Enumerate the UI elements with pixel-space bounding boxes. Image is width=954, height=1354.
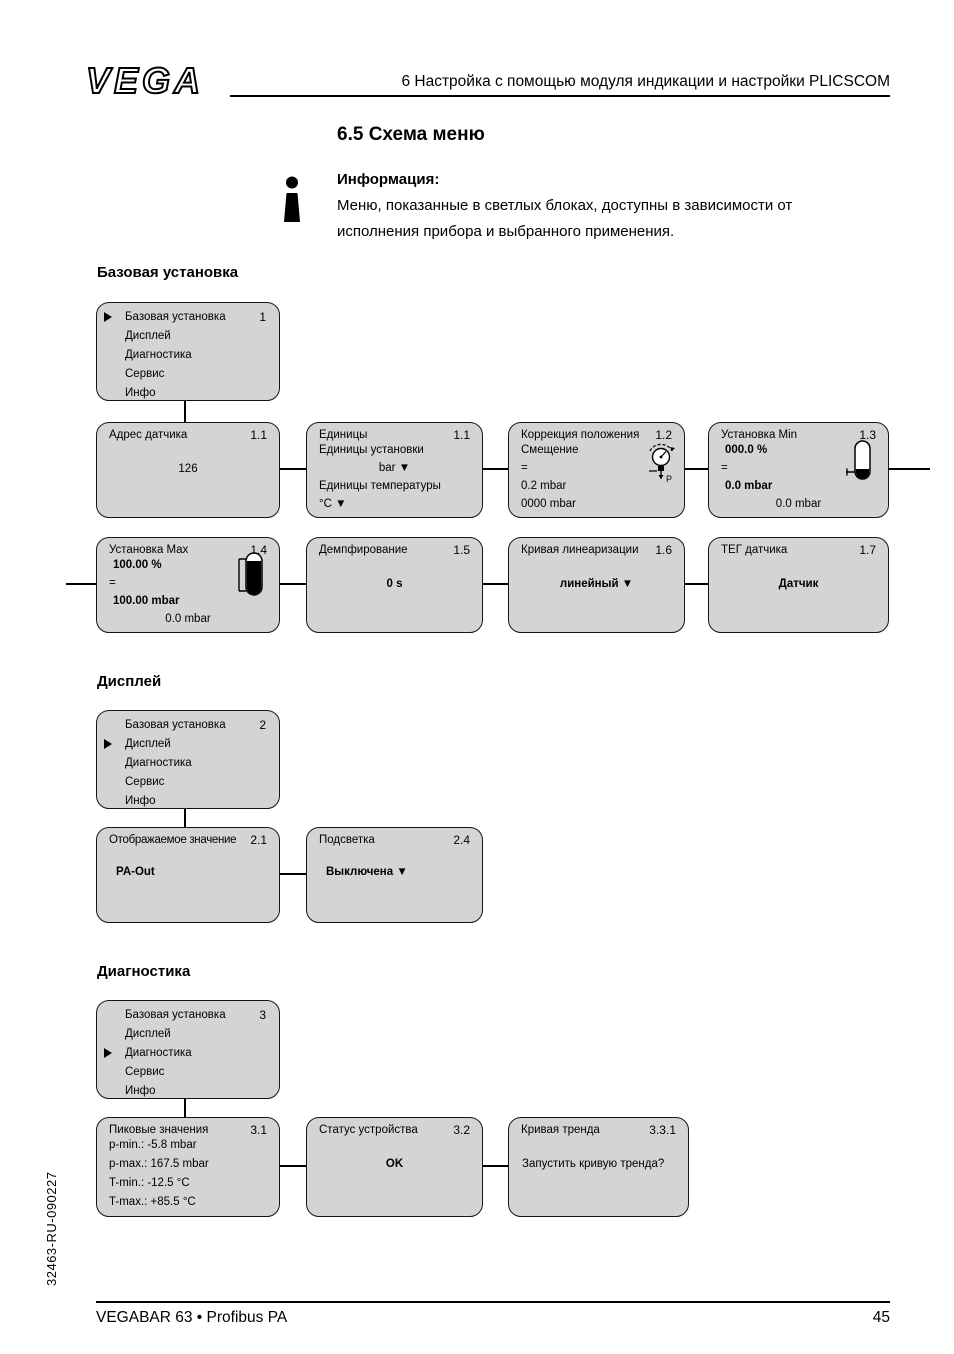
menu-item: Инфо [125,1084,156,1097]
connector-line [280,468,306,470]
connector-line [184,1099,186,1117]
box-value: PA-Out [116,866,155,878]
section-heading-display: Дисплей [97,673,162,690]
menu-item: Инфо [125,386,156,399]
box-value: OK [385,1158,404,1170]
section-heading-diagnostics: Диагностика [97,963,191,980]
document-number: 32463-RU-090227 [44,1171,59,1286]
chapter-header: 6 Настройка с помощью модуля индикации и… [401,73,890,90]
pressure-gauge-icon: P [644,439,678,488]
connector-line [483,1165,508,1167]
menu-item: Дисплей [125,1027,171,1040]
info-body-line: Меню, показанные в светлых блоках, досту… [337,197,793,214]
menu-item: Инфо [125,794,156,807]
tank-max-level-icon [233,551,265,602]
menu-item: Базовая установка 1 [97,307,279,326]
connector-line [685,583,708,585]
menu-number: 3 [259,1007,266,1022]
menu-number: 2 [259,717,266,732]
svg-text:P: P [666,474,672,484]
connector-line [184,809,186,827]
box-value: линейный ▼ [559,578,634,590]
box-value: Датчик [778,578,819,590]
menu-item: Диагностика [125,756,192,769]
connector-line-page-wrap [66,583,96,585]
vega-logo: VEGA [85,59,205,102]
menu-item: Базовая установка 3 [125,1007,266,1022]
vega-logo-text: VEGA [85,59,205,102]
connector-line [483,468,508,470]
footer-page-number: 45 [872,1309,890,1326]
selection-arrow-icon [104,738,125,749]
info-icon [282,176,302,228]
menu-item: Диагностика [125,348,192,361]
menu-box-main-2: Базовая установка 2 Дисплей Диагностика … [96,710,280,809]
page-title: 6.5 Схема меню [337,124,485,145]
connector-line-page-wrap [889,468,930,470]
connector-line [280,873,306,875]
menu-item: Дисплей [125,329,171,342]
menu-box-main-3: Базовая установка 3 Дисплей Диагностика … [96,1000,280,1099]
box-value: Выключена ▼ [326,866,408,878]
footer-product: VEGABAR 63 • Profibus PA [96,1309,288,1326]
box-value: 126 [178,463,198,475]
selection-arrow-icon [104,311,125,322]
info-heading: Информация: [337,171,440,188]
menu-box-main-1: Базовая установка 1 Дисплей Диагностика … [96,302,280,401]
menu-item: Сервис [125,367,165,380]
menu-item: Диагностика [97,1043,279,1062]
menu-item: Базовая установка 2 [125,717,266,732]
box-value: Запустить кривую тренда? [522,1158,665,1170]
connector-line [280,1165,306,1167]
box-value: 0 s [386,578,403,590]
menu-item: Сервис [125,1065,165,1078]
menu-number: 1 [259,309,266,324]
section-heading-basic: Базовая установка [97,264,239,281]
connector-line [685,468,708,470]
tank-min-level-icon [846,440,876,487]
connector-line [184,401,186,422]
connector-line [483,583,508,585]
selection-arrow-icon [104,1047,125,1058]
menu-item: Дисплей [97,734,279,753]
menu-item: Сервис [125,775,165,788]
connector-line [280,583,306,585]
header-rule [230,95,890,97]
info-body-line: исполнения прибора и выбранного применен… [337,223,675,240]
footer-rule [96,1301,890,1303]
